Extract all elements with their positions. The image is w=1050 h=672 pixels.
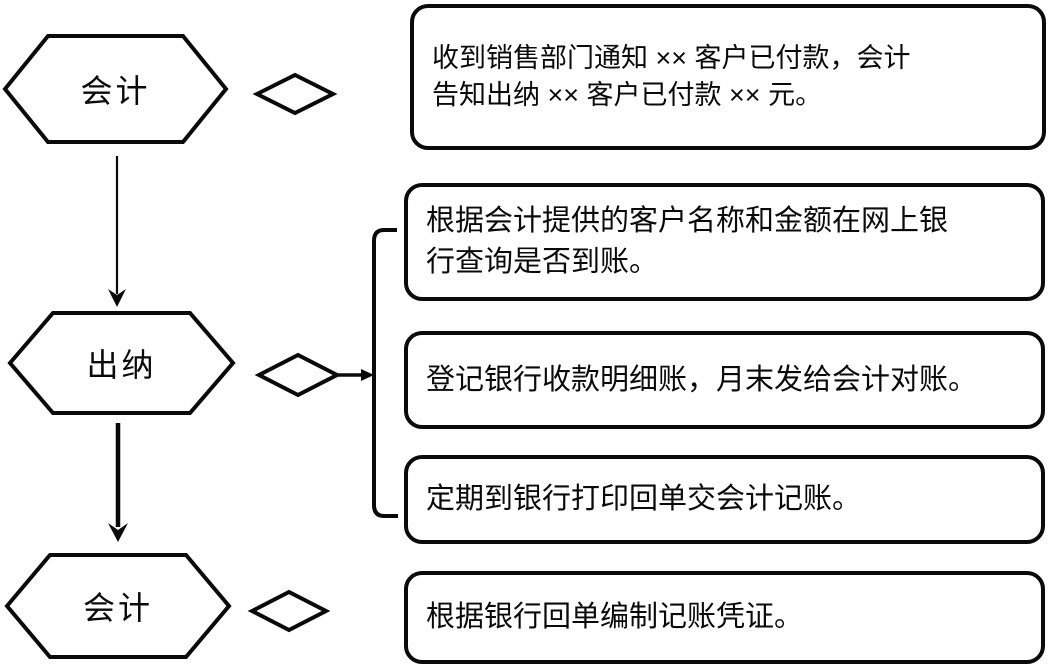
task-1-line-1: 收到销售部门通知 ×× 客户已付款，会计 [432,43,911,73]
role-1-label: 会计 [80,73,151,109]
task-4-line-1: 定期到银行打印回单交会计记账。 [426,483,862,515]
task-box-3: 登记银行收款明细账，月末发给会计对账。 [404,331,1045,429]
task-box-1: 收到销售部门通知 ×× 客户已付款，会计 告知出纳 ×× 客户已付款 ×× 元。 [410,4,1046,150]
hexagon-role-2 [7,311,236,415]
task-box-4: 定期到银行打印回单交会计记账。 [404,455,1045,544]
hexagon-role-3 [4,553,232,659]
diamond-connector-3 [247,589,331,633]
task-2-line-1: 根据会计提供的客户名称和金额在网上银 [426,205,949,237]
task-3-line-1: 登记银行收款明细账，月末发给会计对账。 [426,363,978,396]
flow-arrow-1-head [108,289,126,307]
flow-arrow-2 [108,423,128,542]
diamond-connector-2 [254,352,342,398]
bracket-connector-arrowhead [361,369,374,381]
task-5-line-1: 根据银行回单编制记账凭证。 [426,601,804,633]
flow-arrow-1 [108,156,126,307]
bracket [372,228,398,518]
role-2-label: 出纳 [86,347,157,383]
diamond-connector-1 [252,72,338,116]
task-box-2: 根据会计提供的客户名称和金额在网上银 行查询是否到账。 [404,183,1045,301]
hexagon-role-1 [2,34,229,144]
flow-arrow-2-head [108,523,128,542]
role-3-label: 会计 [82,590,153,626]
task-2-line-2: 行查询是否到账。 [426,246,659,278]
task-1-line-2: 告知出纳 ×× 客户已付款 ×× 元。 [432,80,823,110]
task-box-5: 根据银行回单编制记账凭证。 [404,571,1045,664]
